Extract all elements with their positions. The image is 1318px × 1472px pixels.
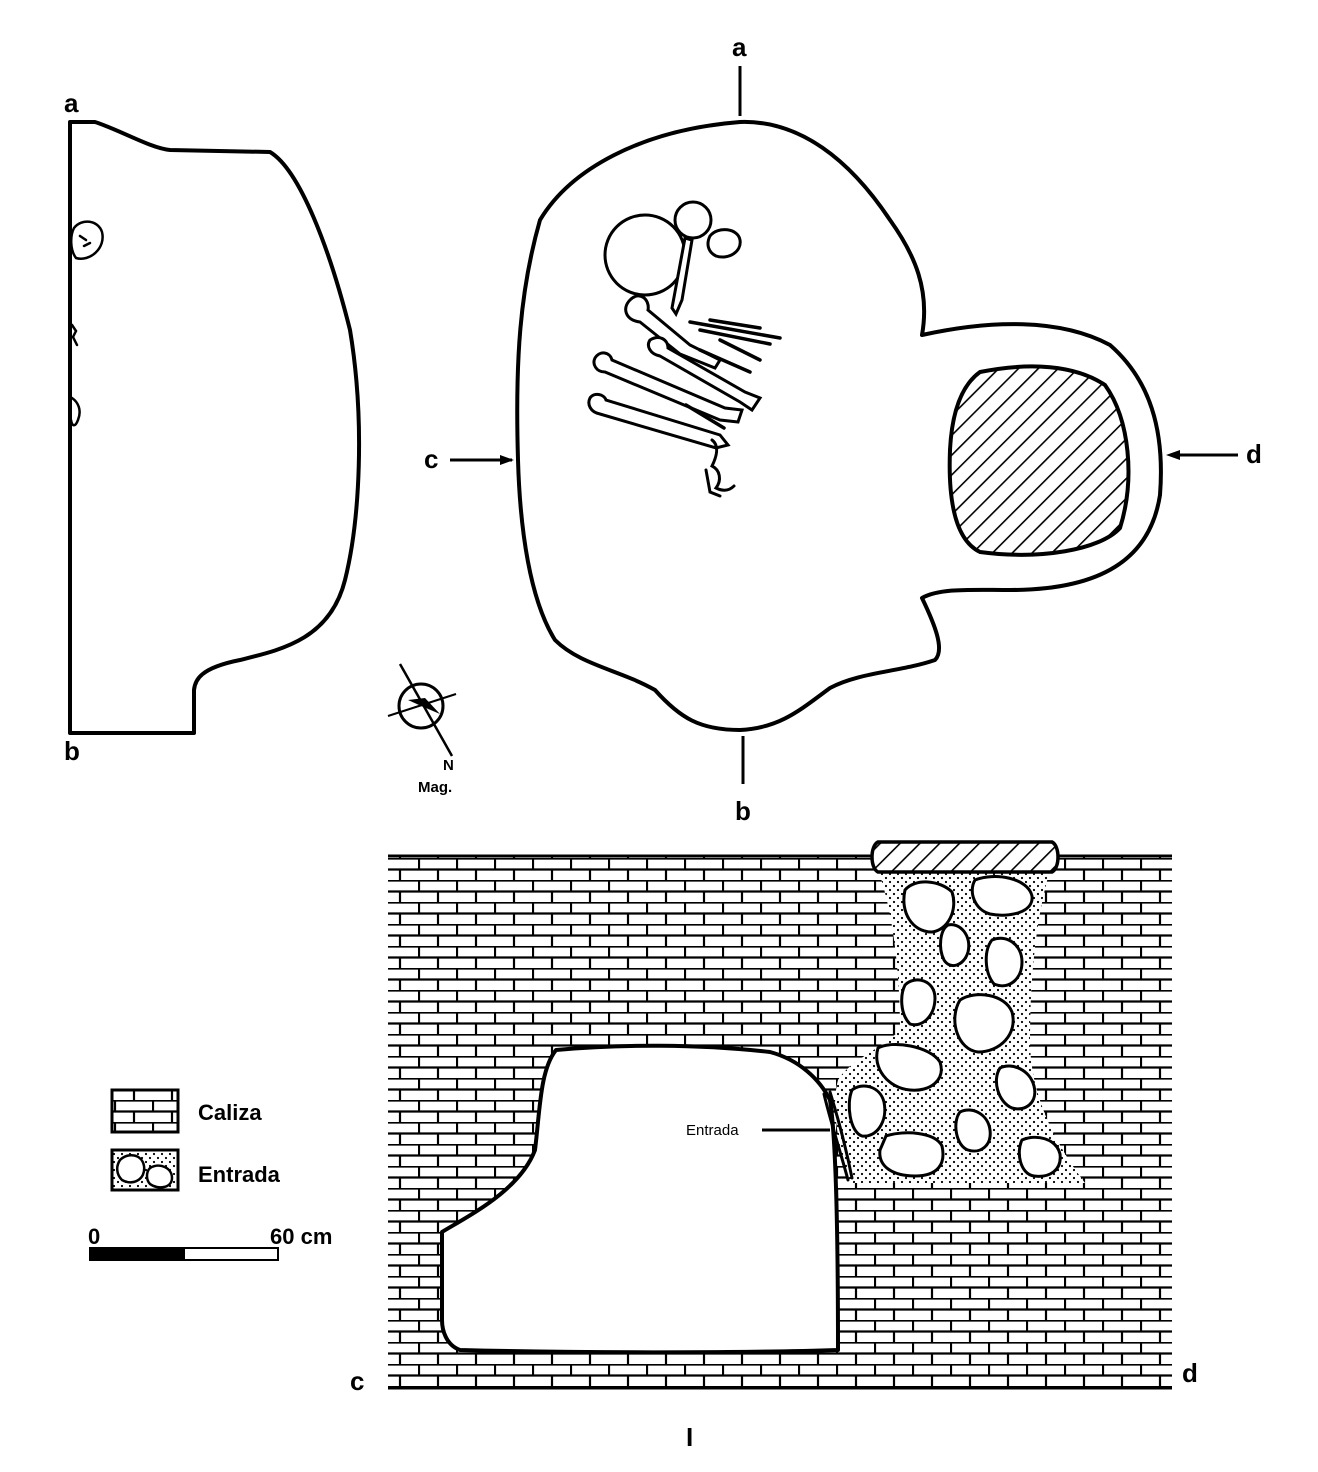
section-ab-outline	[68, 120, 362, 735]
plan-view: a b c d	[424, 32, 1262, 826]
legend-item-entrada: Entrada	[110, 1148, 281, 1192]
plan-label-c: c	[424, 444, 438, 474]
section-ab-fragment	[69, 323, 81, 427]
legend-swatch-caliza	[110, 1088, 180, 1134]
rib-fragments	[684, 318, 782, 430]
stone-8	[995, 1064, 1037, 1111]
legend-item-caliza: Caliza	[110, 1088, 262, 1134]
stone-4	[984, 936, 1024, 988]
plan-marker-d-arrow-icon	[1166, 450, 1180, 460]
bone-fragment-1	[706, 228, 742, 259]
legend-label-entrada: Entrada	[198, 1162, 281, 1187]
scale-bar-black	[89, 1247, 185, 1261]
plan-entrance-capstone	[947, 364, 1131, 557]
stone-6	[953, 993, 1015, 1054]
north-arrow-mag: Mag.	[418, 779, 452, 796]
north-arrow: N Mag.	[387, 663, 457, 796]
scale-bar-white	[183, 1247, 279, 1261]
north-arrow-n: N	[443, 757, 454, 774]
entrada-callout-label: Entrada	[686, 1122, 739, 1139]
section-ab-label-b: b	[64, 736, 80, 766]
plan-label-d: d	[1246, 439, 1262, 469]
section-cd-chamber-void	[440, 1043, 840, 1355]
north-arrow-fill-icon	[408, 698, 440, 714]
plan-marker-c-arrow-icon	[500, 455, 514, 465]
legend-stone-2	[145, 1164, 174, 1189]
section-cd-label-c: c	[350, 1366, 364, 1396]
legend: Caliza Entrada	[110, 1088, 281, 1192]
legend-label-caliza: Caliza	[198, 1100, 262, 1125]
long-bone-4	[646, 336, 763, 413]
section-ab: a b	[64, 88, 362, 766]
section-cd-entrance-edge	[822, 1090, 854, 1182]
foot-bones	[704, 438, 736, 498]
section-cd-label-d: d	[1182, 1358, 1198, 1388]
entrance-stones	[847, 875, 1062, 1178]
stone-9	[847, 1084, 887, 1138]
legend-stone-1	[116, 1153, 146, 1184]
stone-1	[902, 880, 956, 934]
scale-bar: 0 60 cm	[88, 1224, 332, 1261]
north-arrow-needle	[398, 663, 454, 757]
long-bone-vertical	[670, 236, 694, 318]
scale-bar-start: 0	[88, 1224, 100, 1249]
skull-large	[603, 213, 687, 297]
plan-label-a: a	[732, 32, 747, 62]
skeleton-remains	[587, 200, 782, 498]
stone-10	[954, 1108, 992, 1153]
plan-entrance-ring	[921, 322, 1111, 347]
section-ab-label-a: a	[64, 88, 79, 118]
section-cd-capstone	[870, 840, 1060, 874]
stone-12	[1017, 1135, 1062, 1178]
stone-5	[900, 978, 937, 1027]
long-bone-1	[624, 294, 723, 370]
section-cd: Entrada c d I	[350, 840, 1198, 1452]
section-ab-small-bone	[70, 220, 104, 260]
long-bone-2	[592, 351, 745, 424]
plan-label-b: b	[735, 796, 751, 826]
skull-small	[673, 200, 713, 240]
figure-number: I	[686, 1422, 693, 1452]
stone-11	[878, 1131, 945, 1178]
long-bone-3	[587, 392, 731, 450]
stone-7	[875, 1043, 943, 1092]
scale-bar-end: 60 cm	[270, 1224, 332, 1249]
stone-2	[970, 875, 1034, 917]
stone-3	[939, 923, 971, 968]
